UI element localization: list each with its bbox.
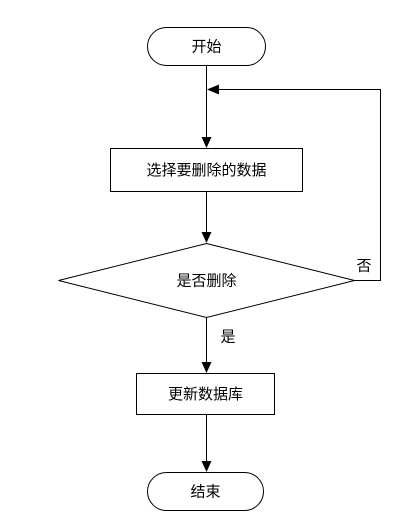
decision-node: 是否删除 bbox=[58, 242, 355, 319]
select-data-node-label: 选择要删除的数据 bbox=[146, 161, 266, 179]
start-terminator-shape bbox=[147, 27, 266, 66]
end-terminator-shape bbox=[147, 472, 264, 511]
update-database-process-shape bbox=[136, 373, 275, 415]
end-node: 结束 bbox=[147, 472, 264, 511]
update-database-node-label: 更新数据库 bbox=[168, 385, 243, 403]
arrowhead-loop-back bbox=[207, 84, 219, 95]
arrowhead-start-to-select bbox=[201, 137, 212, 148]
decision-node-label: 是否删除 bbox=[176, 272, 236, 290]
yes-branch-label: 是 bbox=[220, 328, 235, 346]
no-branch-label: 否 bbox=[356, 257, 371, 275]
decision-diamond-shape bbox=[58, 242, 355, 319]
start-node-label: 开始 bbox=[191, 38, 221, 56]
select-data-process-shape bbox=[110, 148, 303, 192]
arrowhead-decision-to-update bbox=[201, 362, 212, 373]
arrowhead-update-to-end bbox=[201, 461, 212, 472]
start-node: 开始 bbox=[147, 27, 266, 66]
arrowhead-select-to-decision bbox=[201, 232, 212, 243]
end-node-label: 结束 bbox=[190, 483, 220, 501]
edge-no-loop-back bbox=[219, 89, 381, 281]
update-database-node: 更新数据库 bbox=[136, 373, 275, 415]
select-data-node: 选择要删除的数据 bbox=[110, 148, 303, 192]
